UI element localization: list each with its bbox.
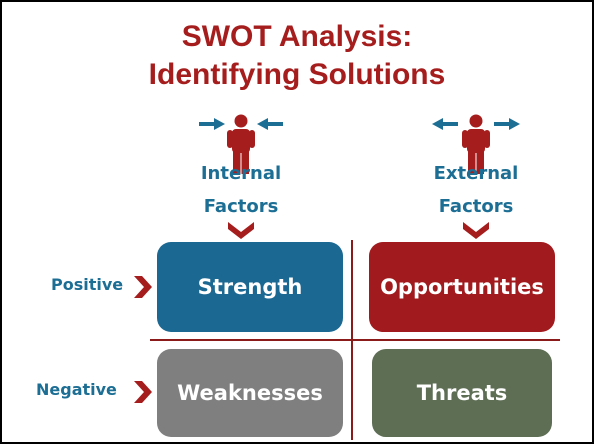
internal-person-icon <box>199 114 283 174</box>
external-chevron-down-icon <box>463 222 489 239</box>
row-label-positive: Positive <box>51 275 124 294</box>
external-factors-line2: Factors <box>438 196 514 217</box>
internal-factors-line1: Internal <box>200 163 282 184</box>
quadrant-opportunities: Opportunities <box>369 242 555 332</box>
external-factors-line1: External <box>433 163 519 184</box>
title-line-2: Identifying Solutions <box>148 58 446 91</box>
internal-factors-label: Internal Factors <box>176 157 306 223</box>
external-factors-label: External Factors <box>411 157 541 223</box>
positive-chevron-right-icon <box>134 276 152 298</box>
negative-chevron-right-icon <box>134 381 152 403</box>
title-line-1: SWOT Analysis: <box>181 20 413 53</box>
quadrant-weaknesses: Weaknesses <box>157 349 343 437</box>
horizontal-divider <box>150 339 560 341</box>
external-person-icon <box>432 114 520 174</box>
internal-chevron-down-icon <box>228 222 254 239</box>
row-label-negative: Negative <box>36 380 117 399</box>
quadrant-threats: Threats <box>372 349 552 437</box>
internal-factors-line2: Factors <box>203 196 279 217</box>
quadrant-strength: Strength <box>157 242 343 332</box>
